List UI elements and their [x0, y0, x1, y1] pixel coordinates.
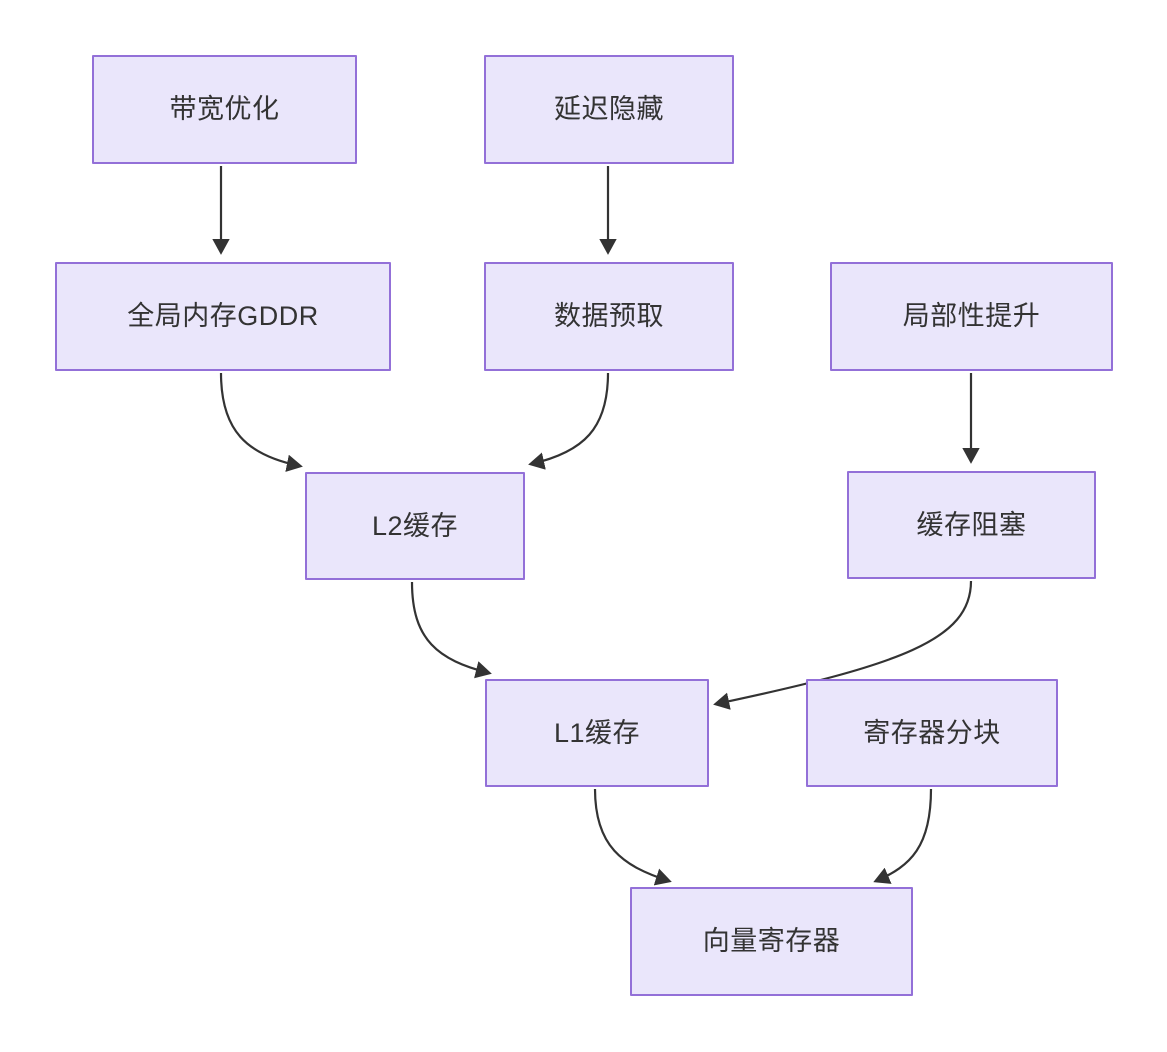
node-label: 局部性提升 — [902, 301, 1041, 332]
edge-regtile-to-vecreg — [873, 788, 933, 884]
node-label: 延迟隐藏 — [554, 94, 664, 125]
node-bandwidth-optimization[interactable]: 带宽优化 — [92, 55, 357, 164]
edge-l2-to-l1 — [410, 581, 492, 679]
node-label: 寄存器分块 — [863, 717, 1001, 748]
node-data-prefetch[interactable]: 数据预取 — [484, 262, 734, 371]
node-label: L1缓存 — [553, 717, 641, 748]
node-label: 向量寄存器 — [702, 926, 841, 957]
node-latency-hiding[interactable]: 延迟隐藏 — [484, 55, 734, 164]
node-l1-cache[interactable]: L1缓存 — [485, 679, 709, 787]
node-label: 全局内存GDDR — [127, 301, 319, 332]
node-global-memory-gddr[interactable]: 全局内存GDDR — [55, 262, 391, 371]
edge-prefetch-to-l2 — [528, 372, 610, 470]
node-label: 缓存阻塞 — [916, 509, 1027, 540]
node-label: 数据预取 — [554, 301, 664, 332]
node-cache-blocking[interactable]: 缓存阻塞 — [847, 471, 1096, 579]
node-register-tiling[interactable]: 寄存器分块 — [806, 679, 1058, 787]
node-label: 带宽优化 — [169, 94, 280, 125]
edge-gddr-to-l2 — [219, 372, 303, 472]
node-label: L2缓存 — [371, 510, 459, 541]
node-l2-cache[interactable]: L2缓存 — [305, 472, 525, 580]
node-vector-register[interactable]: 向量寄存器 — [630, 887, 913, 996]
node-locality-improvement[interactable]: 局部性提升 — [830, 262, 1113, 371]
edge-l1-to-vecreg — [593, 788, 672, 886]
